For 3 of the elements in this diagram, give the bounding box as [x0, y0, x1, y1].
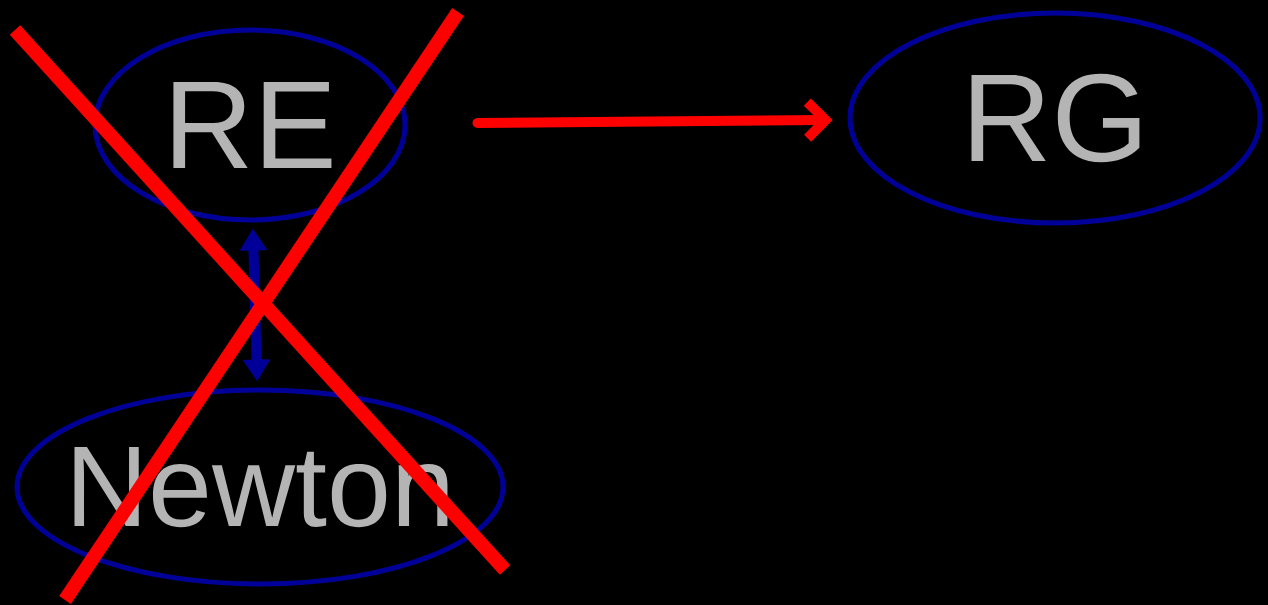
- ellipse-node: RG: [847, 10, 1263, 226]
- arrow: [472, 98, 833, 142]
- ellipse-node: RE: [92, 27, 408, 223]
